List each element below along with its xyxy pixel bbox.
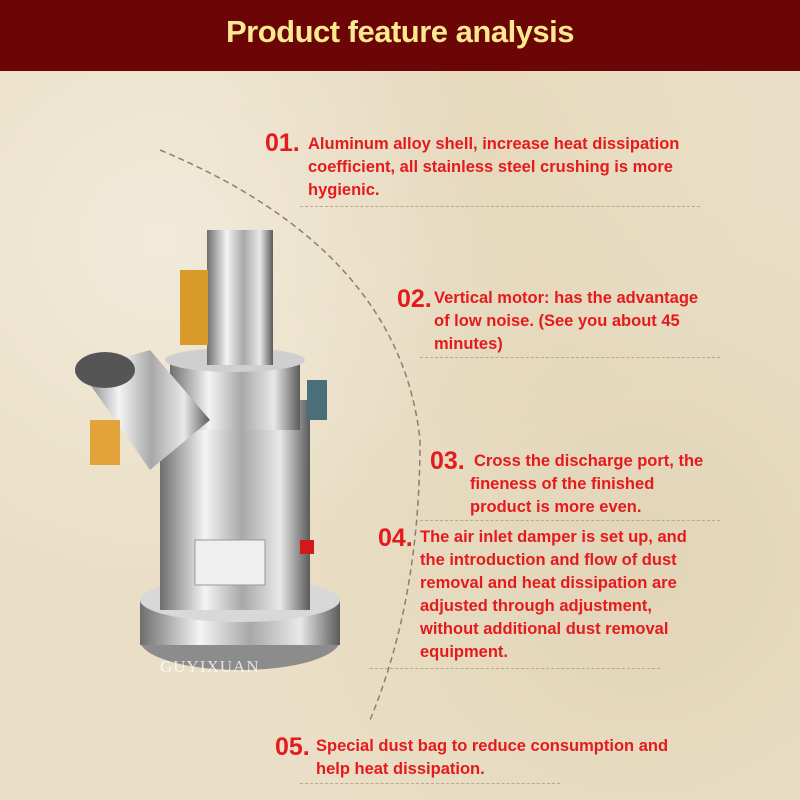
- divider: [300, 783, 560, 784]
- feature-line: product is more even.: [470, 498, 642, 516]
- feature-line: Special dust bag to reduce consumption a…: [316, 737, 669, 755]
- page-title: Product feature analysis: [225, 14, 575, 49]
- feature-line: equipment.: [420, 643, 509, 661]
- grinder-machine: [75, 230, 340, 670]
- divider: [420, 520, 720, 521]
- dashed-arc: [159, 149, 421, 721]
- feature-text-3: Cross the discharge port, the fineness o…: [470, 450, 703, 519]
- feature-number-5: 05.: [275, 733, 310, 761]
- feature-line: fineness of the finished: [470, 475, 655, 493]
- feature-text-4: The air inlet damper is set up, and the …: [420, 526, 687, 664]
- feature-number-2: 02.: [397, 285, 432, 313]
- feature-line: coefficient, all stainless steel crushin…: [308, 158, 673, 176]
- feature-line: without additional dust removal: [420, 620, 669, 638]
- feature-line: removal and heat dissipation are: [420, 574, 677, 592]
- feature-number-4: 04.: [378, 524, 413, 552]
- feature-text-1: Aluminum alloy shell, increase heat diss…: [308, 133, 679, 202]
- divider: [370, 668, 660, 669]
- feature-number-1: 01.: [265, 129, 300, 157]
- feature-text-2: Vertical motor: has the advantage of low…: [434, 287, 698, 356]
- feature-line: help heat dissipation.: [316, 760, 485, 778]
- feature-line: hygienic.: [308, 181, 380, 199]
- feature-line: of low noise. (See you about 45: [434, 312, 680, 330]
- feature-line: The air inlet damper is set up, and: [420, 528, 687, 546]
- divider: [420, 357, 720, 358]
- feature-line: adjusted through adjustment,: [420, 597, 652, 615]
- divider: [300, 206, 700, 207]
- feature-line: Cross the discharge port, the: [474, 452, 704, 470]
- feature-line: the introduction and flow of dust: [420, 551, 677, 569]
- feature-text-5: Special dust bag to reduce consumption a…: [316, 735, 668, 781]
- feature-number-3: 03.: [430, 447, 465, 475]
- watermark: GUYIXUAN: [160, 657, 260, 676]
- feature-line: Aluminum alloy shell, increase heat diss…: [308, 135, 680, 153]
- feature-line: Vertical motor: has the advantage: [434, 289, 699, 307]
- feature-line: minutes): [434, 335, 503, 353]
- header-banner: Product feature analysis: [0, 0, 800, 71]
